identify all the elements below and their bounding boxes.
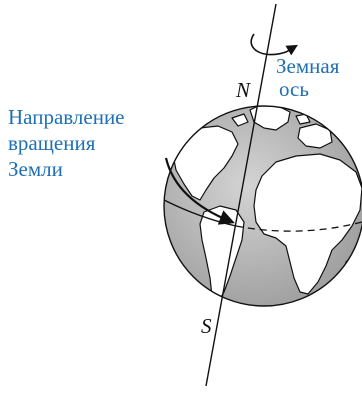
earth-axis-label-line1: Земная [276,55,339,78]
south-pole-label: S [201,315,212,337]
rotation-label-line1: Направление [8,106,125,129]
earth-axis-label-line2: ось [279,78,309,101]
rotation-label-line3: Земли [8,158,63,181]
axis-rotation-arrow [251,34,296,55]
rotation-label-line2: вращения [8,132,95,155]
north-pole-label: N [236,79,250,101]
